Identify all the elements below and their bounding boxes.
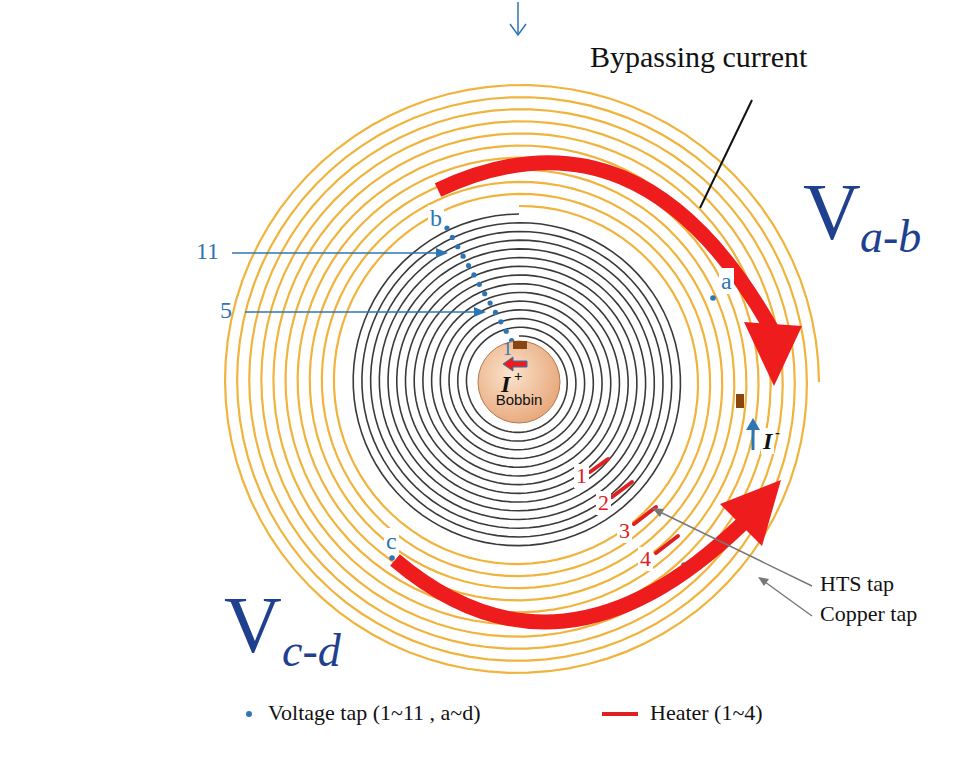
heater-number: 1 xyxy=(574,464,589,488)
coil-windings xyxy=(225,85,819,673)
bobbin-label: Bobbin xyxy=(496,392,543,409)
tap-dot xyxy=(444,225,449,230)
legend-text: Voltage tap (1~11 , a~d) xyxy=(268,700,481,726)
tap-number: 11 xyxy=(196,238,219,264)
tap-dot xyxy=(487,300,492,305)
tap-number: 1 xyxy=(503,340,512,360)
tap-dot xyxy=(477,282,482,287)
hts-tape xyxy=(353,214,680,546)
voltage-subscript: c-d xyxy=(280,628,343,674)
tap-leaders-gray xyxy=(652,508,812,616)
tap-letter: c xyxy=(384,528,399,554)
voltage-subscript: a-b xyxy=(860,214,921,260)
tap-dot xyxy=(471,272,476,277)
tap-dot xyxy=(482,291,487,296)
copper-tape xyxy=(225,85,819,673)
legend-entry: Voltage tap (1~11 , a~d) xyxy=(238,700,481,726)
part-label: Copper tap xyxy=(818,602,919,626)
polarity-sign: - xyxy=(775,424,780,441)
tap-leaders xyxy=(232,248,486,317)
voltage-symbol: V xyxy=(222,585,284,665)
legend-entry: Heater (1~4) xyxy=(598,700,763,726)
down-arrow xyxy=(510,2,526,35)
part-label: HTS tap xyxy=(818,572,896,596)
current-lead xyxy=(736,394,760,450)
polarity-sign: + xyxy=(514,368,523,385)
tap-letter: a xyxy=(719,268,734,294)
tap-dot xyxy=(450,235,455,240)
bypass-current-arrows xyxy=(395,163,802,622)
heater-strips xyxy=(590,459,678,553)
tap-dot xyxy=(455,244,460,249)
tap-number: 5 xyxy=(220,297,232,323)
tap-dot xyxy=(504,329,509,334)
voltage-tap-sample xyxy=(238,700,260,726)
heater-sample xyxy=(598,700,642,726)
voltage-symbol: V xyxy=(803,172,861,252)
leader-line xyxy=(700,100,752,208)
current-symbol: I xyxy=(761,428,774,454)
annotation-title: Bypassing current xyxy=(590,40,807,73)
heater-number: 4 xyxy=(638,547,653,571)
bobbin-circle: I+Bobbin xyxy=(477,340,561,424)
tap-dot xyxy=(493,310,498,315)
tap-dot xyxy=(498,319,503,324)
tap-dot xyxy=(466,263,471,268)
heater-number: 3 xyxy=(617,519,632,543)
voltage-taps xyxy=(444,225,519,352)
legend-text: Heater (1~4) xyxy=(650,700,763,726)
tap-dots xyxy=(389,295,716,568)
tap-letter: b xyxy=(428,205,444,231)
tap-dot xyxy=(461,254,466,259)
heater-number: 2 xyxy=(596,491,611,515)
